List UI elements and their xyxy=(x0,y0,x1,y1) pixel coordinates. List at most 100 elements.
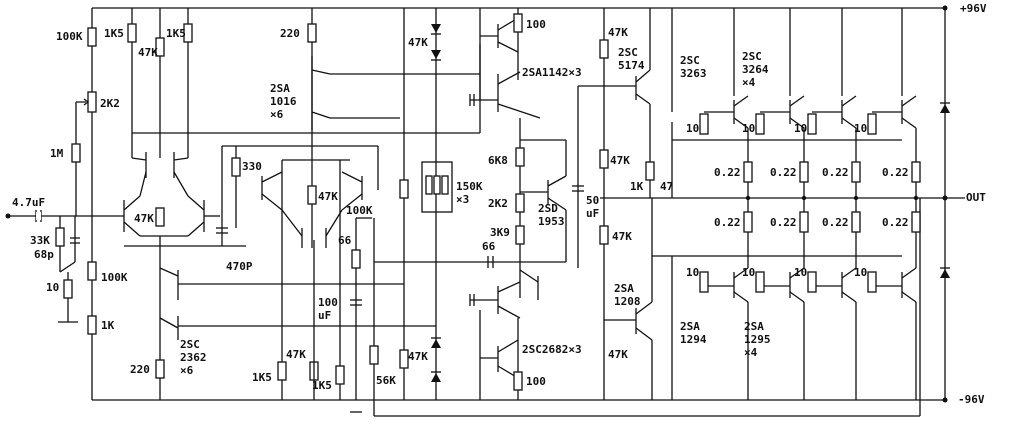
r-330-label: 330 xyxy=(242,160,262,173)
input-shunt-label: 33K xyxy=(30,234,50,247)
r-2k2-label: 2K2 xyxy=(488,197,508,210)
c-66-label: 66 xyxy=(482,240,496,253)
emitter-resistor xyxy=(743,211,753,233)
base-resistor-label: 10 xyxy=(854,266,867,279)
r-100k-bottom xyxy=(87,261,97,281)
emitter-resistor xyxy=(799,161,809,183)
r-47k-bias-bottom-label: 47K xyxy=(408,350,428,363)
output-label: OUT xyxy=(966,191,986,204)
r-6k8 xyxy=(515,147,525,167)
vas-npn-transistor xyxy=(159,267,436,340)
emitter-resistor-label: 0.22 xyxy=(714,216,741,229)
emitter-resistor-label: 0.22 xyxy=(714,166,741,179)
r-47k-vas xyxy=(307,185,317,205)
r-47k-mid-label: 47K xyxy=(138,46,158,59)
input-shunt-resistor xyxy=(55,227,65,247)
r-1k5-left xyxy=(127,23,137,43)
r-100-top xyxy=(513,13,523,33)
bias-diodes-bottom xyxy=(431,337,441,382)
base-resistor xyxy=(807,271,817,293)
r-47k-vas-label: 47K xyxy=(318,190,338,203)
emitter-resistor-label: 0.22 xyxy=(770,216,797,229)
input-pair-transistors xyxy=(106,152,220,237)
r-66-label: 66 xyxy=(338,234,352,247)
base-resistor-label: 10 xyxy=(686,266,699,279)
r-1k-label: 1K xyxy=(630,180,644,193)
r-47k-c-label: 47K xyxy=(612,230,632,243)
base-resistor xyxy=(755,113,765,135)
r-3k9-label: 3K9 xyxy=(490,226,510,239)
emitter-resistor-label: 0.22 xyxy=(770,166,797,179)
input-ground-label: 10 xyxy=(46,281,59,294)
c-66 xyxy=(487,256,494,268)
r-47k-tail xyxy=(155,207,165,227)
r-1k5-vas-right xyxy=(335,365,345,385)
emitter-resistor xyxy=(911,161,921,183)
base-resistor-label: 10 xyxy=(742,122,755,135)
base-resistor xyxy=(807,113,817,135)
r-150k-label: 150K×3 xyxy=(456,180,483,206)
r-220-bottom-label: 220 xyxy=(130,363,150,376)
r-6k8-label: 6K8 xyxy=(488,154,508,167)
base-resistor-label: 10 xyxy=(686,122,699,135)
input-filter-cap xyxy=(70,237,80,244)
r-47k-b-label: 47K xyxy=(610,154,630,167)
emitter-resistor-label: 0.22 xyxy=(882,166,909,179)
base-resistor-label: 10 xyxy=(794,266,807,279)
driver-bottom-label: 2SC2682×3 xyxy=(522,343,582,356)
clamp-diode-upper xyxy=(940,102,950,113)
base-resistor-label: 10 xyxy=(794,122,807,135)
input-c-label: 68p xyxy=(34,248,54,261)
vas-diff-transistors xyxy=(261,171,363,248)
driver-top-label: 2SA1142×3 xyxy=(522,66,582,79)
emitter-resistor xyxy=(851,161,861,183)
r-47-label: 47 xyxy=(660,180,673,193)
base-resistor xyxy=(867,271,877,293)
clamp-diode-lower xyxy=(940,267,950,278)
base-resistor-label: 10 xyxy=(742,266,755,279)
emitter-resistor xyxy=(911,211,921,233)
bias-diodes-top xyxy=(431,24,441,61)
r-56k xyxy=(369,345,379,365)
positive-rail-label: +96V xyxy=(960,2,987,15)
r-150k-bank xyxy=(421,161,453,213)
r-220-top-label: 220 xyxy=(280,27,300,40)
r-100-bottom xyxy=(513,371,523,391)
r-1k-bottom xyxy=(87,315,97,335)
r-1k5-right xyxy=(183,23,193,43)
base-resistor xyxy=(699,271,709,293)
r-47k-vas-lower-label: 47K xyxy=(286,348,306,361)
r-100-top-label: 100 xyxy=(526,18,546,31)
emitter-resistor-label: 0.22 xyxy=(822,166,849,179)
emitter-resistor xyxy=(851,211,861,233)
r-56k-label: 56K xyxy=(376,374,396,387)
emitter-resistor-label: 0.22 xyxy=(882,216,909,229)
r-100k-top-label: 100K xyxy=(56,30,83,43)
r-1k xyxy=(645,161,655,181)
output-terminal xyxy=(942,195,948,201)
r-2k2-bias xyxy=(515,193,525,213)
base-resistor xyxy=(867,113,877,135)
base-resistor-label: 10 xyxy=(854,122,867,135)
upper-output-bank: 10 0.22 10 0.22 10 0.22 10 0.22 xyxy=(671,8,921,201)
r-1k-bottom-label: 1K xyxy=(101,319,115,332)
r-47k-tail-label: 47K xyxy=(134,212,154,225)
input-cap-label: 4.7uF xyxy=(12,196,45,209)
pre-npn-transistor xyxy=(635,8,651,105)
bias-transistor xyxy=(520,139,567,262)
r-1k5-vas-right-label: 1K5 xyxy=(312,379,332,392)
r-47k-bias-bottom xyxy=(399,349,409,369)
r-100-bottom-label: 100 xyxy=(526,375,546,388)
base-resistor xyxy=(755,271,765,293)
r-47k-d-label: 47K xyxy=(608,348,628,361)
r-100k-bottom-label: 100K xyxy=(101,271,128,284)
r-1k5-right-label: 1K5 xyxy=(166,27,186,40)
pre-pnp-transistor xyxy=(604,301,653,400)
